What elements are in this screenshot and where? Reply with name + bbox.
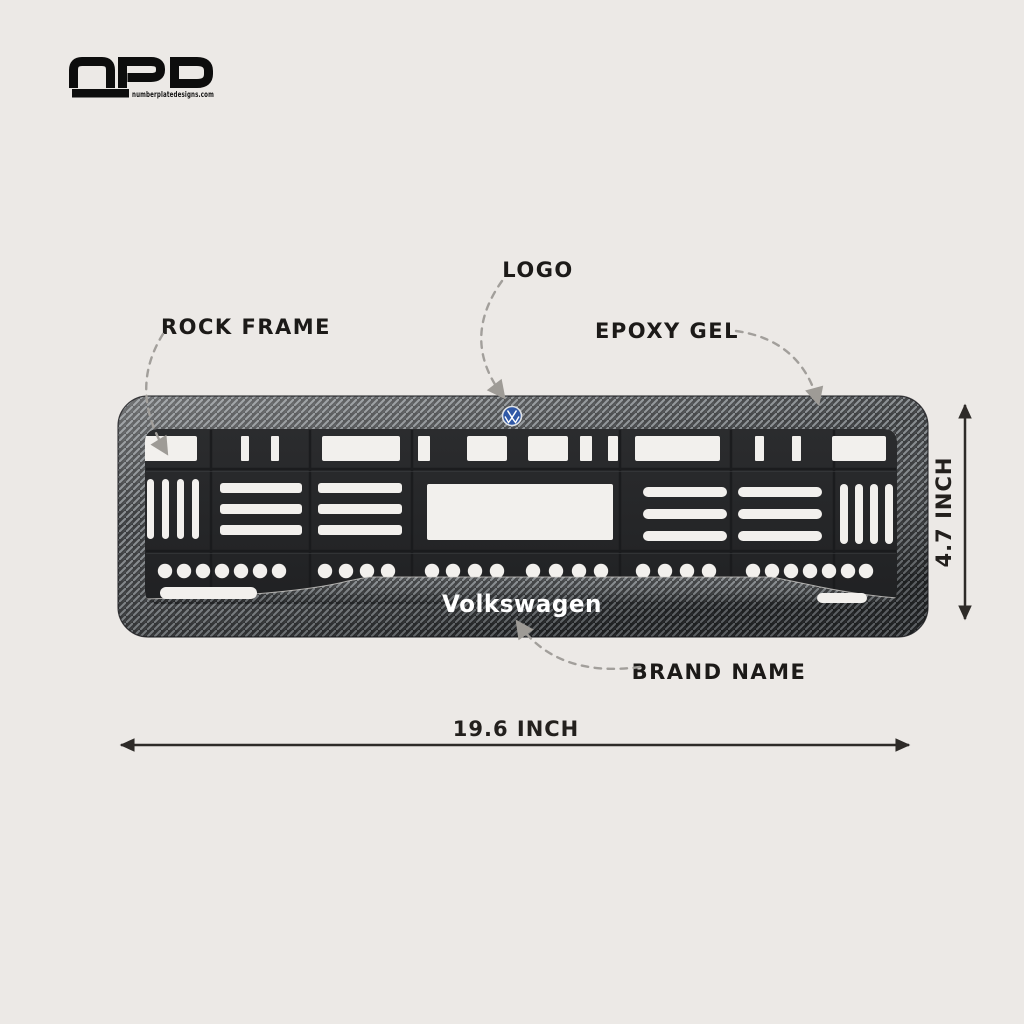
height-dimension-label: 4.7 INCH [932,457,956,568]
npd-letter-n [69,57,115,88]
vw-emblem-icon [501,405,523,427]
npd-letter-p [118,57,165,88]
plastic-ribs [146,430,896,603]
npd-caption: numberplatedesigns.com [132,90,214,99]
leader-logo-arrow [480,279,506,400]
callout-epoxy-gel: EPOXY GEL [595,319,739,343]
carbon-border-outline [117,395,929,638]
leader-brand-name-arrow [515,619,642,671]
npd-letter-d [170,57,213,88]
callout-logo: LOGO [502,258,574,282]
npd-underline-bar [72,89,129,98]
center-window-cutout [427,484,613,540]
brand-name-text: Volkswagen [442,590,602,618]
right-horizontal-slats [643,487,822,541]
bottom-hole-row [157,563,874,579]
leader-epoxy-gel-arrow [734,329,824,407]
top-row-cutouts [134,436,886,461]
right-vertical-slats [840,484,893,544]
width-dimension-label: 19.6 INCH [453,717,580,741]
carbon-border-glare [118,396,928,637]
npd-logo: numberplatedesigns.com [69,57,214,99]
plastic-rib-highlights [146,471,896,554]
width-dimension: 19.6 INCH [119,717,911,752]
plate-frame: Volkswagen [117,395,929,638]
callout-brand-name: BRAND NAME [632,660,807,684]
height-dimension: 4.7 INCH [932,403,972,621]
leader-rock-frame-arrow [145,332,169,456]
left-slot-cutout [160,587,257,599]
callout-rock-frame: ROCK FRAME [161,315,331,339]
left-vertical-slats [147,479,199,539]
left-horizontal-slats [220,483,402,535]
right-slot-cutout [817,593,867,603]
